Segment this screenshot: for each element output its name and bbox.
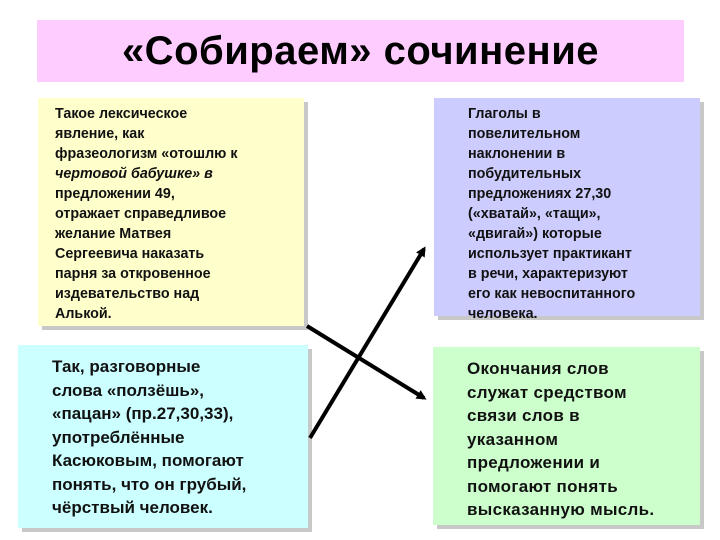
card-line: чертовой бабушке» в	[55, 166, 213, 182]
card-line: парня за откровенное	[55, 266, 211, 282]
card-line: в речи, характеризуют	[468, 266, 628, 282]
card-line: понять, что он грубый,	[52, 474, 247, 494]
card-line: использует практикант	[468, 246, 632, 262]
card-line: Глаголы в	[468, 106, 541, 122]
card-line: Окончания слов	[467, 359, 609, 378]
card-phraseologism: Такое лексическое явление, как фразеолог…	[38, 98, 304, 326]
card-line: «пацан» (пр.27,30,33),	[52, 404, 234, 423]
card-line: чёрствый человек.	[52, 498, 213, 517]
card-line: издевательство над	[55, 286, 200, 302]
card-line: фразеологизм «отошлю к	[55, 146, 238, 162]
card-line: Такое лексическое	[55, 106, 188, 122]
card-line: Касюковым, помогают	[52, 451, 244, 470]
card-line: желание Матвея	[55, 226, 172, 242]
card-line: повелительном	[468, 126, 581, 142]
card-line: отражает справедливое	[55, 206, 227, 222]
card-line: человека.	[468, 306, 538, 322]
card-line: («хватай», «тащи»,	[468, 206, 601, 222]
card-line: Так, разговорные	[52, 357, 201, 376]
card-line: предложении 49,	[55, 186, 175, 202]
page-title: «Собираем» сочинение	[121, 28, 600, 73]
card-line: употреблённые	[52, 427, 185, 447]
card-line: его как невоспитанного	[468, 286, 636, 302]
card-line: Алькой.	[55, 306, 112, 322]
card-line: предложениях 27,30	[468, 186, 612, 202]
card-imperative-verbs: Глаголы в повелительном наклонении в поб…	[434, 98, 700, 322]
title-banner: «Собираем» сочинение	[37, 20, 684, 82]
card-word-endings: Окончания слов служат средством связи сл…	[433, 347, 700, 525]
card-line: «двигай») которые	[468, 226, 602, 242]
card-line: служат средством	[467, 382, 627, 402]
card-line: наклонении в	[468, 146, 566, 162]
arrow-to-imperative-verbs	[308, 246, 426, 440]
card-line: Сергеевича наказать	[55, 246, 205, 262]
card-line: явление, как	[55, 126, 145, 142]
card-line: связи слов в	[467, 406, 580, 425]
card-line: слова «ползёшь»,	[52, 380, 205, 400]
card-line: побудительных	[468, 166, 582, 182]
card-line: указанном	[467, 429, 559, 449]
card-line: помогают понять	[467, 476, 618, 496]
card-colloquial-words: Так, разговорные слова «ползёшь», «пацан…	[18, 345, 308, 528]
card-line: предложении и	[467, 453, 601, 472]
arrow-to-word-endings	[305, 324, 427, 400]
card-line: высказанную мысль.	[467, 500, 655, 519]
